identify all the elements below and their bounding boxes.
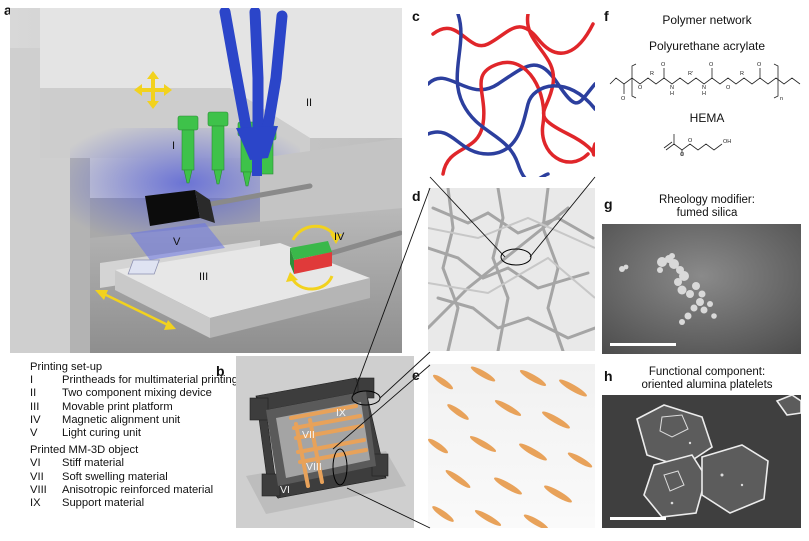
polymer-network-illustration xyxy=(428,14,595,177)
label-IV: IV xyxy=(334,231,345,243)
panel-label-d: d xyxy=(412,188,421,204)
panel-label-b: b xyxy=(216,363,225,379)
svg-text:R': R' xyxy=(688,71,693,77)
panel-label-c: c xyxy=(412,8,420,24)
svg-text:O: O xyxy=(621,96,626,102)
scale-bar xyxy=(610,343,676,346)
panel-label-e: e xyxy=(412,367,420,383)
scale-bar xyxy=(610,517,666,520)
platelet-illustration xyxy=(428,364,595,528)
svg-text:R: R xyxy=(650,71,654,77)
label-III: III xyxy=(199,271,208,283)
panel-label-f: f xyxy=(604,8,609,24)
label-I: I xyxy=(172,140,175,152)
svg-text:O: O xyxy=(688,138,693,144)
svg-text:H: H xyxy=(702,91,706,97)
caption-g-line1: Rheology modifier: xyxy=(659,194,755,206)
silica-sem-image xyxy=(602,224,801,354)
chem-hema-label: HEMA xyxy=(689,111,725,125)
svg-text:O: O xyxy=(709,62,714,68)
svg-text:O: O xyxy=(680,152,685,156)
label-V: V xyxy=(173,236,181,248)
svg-text:R: R xyxy=(740,71,744,77)
silica-network-illustration xyxy=(428,188,595,351)
label-VII: VII xyxy=(302,429,315,441)
caption-g-line2: fumed silica xyxy=(676,207,738,219)
panel-label-h: h xyxy=(604,368,613,384)
printed-object-render: IX VII VIII VI xyxy=(236,356,414,528)
svg-text:O: O xyxy=(661,62,666,68)
chem-title: Polymer network xyxy=(662,13,752,27)
printer-render: I II III IV V xyxy=(10,8,402,353)
label-IX: IX xyxy=(336,407,346,419)
panel-label-g: g xyxy=(604,196,613,212)
caption-h-line1: Functional component: xyxy=(648,366,766,378)
label-II: II xyxy=(306,97,312,109)
label-VIII: VIII xyxy=(306,461,322,473)
svg-text:O: O xyxy=(726,85,731,91)
svg-text:n: n xyxy=(780,96,783,102)
hema-structure: O O OH xyxy=(663,134,731,156)
svg-text:OH: OH xyxy=(723,139,731,145)
chem-pua-label: Polyurethane acrylate xyxy=(648,39,766,53)
svg-text:H: H xyxy=(670,91,674,97)
svg-text:O: O xyxy=(757,62,762,68)
caption-h-line2: oriented alumina platelets xyxy=(641,379,773,391)
pua-structure: O O R O N H R' N H O O R O n xyxy=(609,62,801,102)
svg-text:N: N xyxy=(702,85,706,91)
label-VI: VI xyxy=(280,484,290,496)
svg-text:O: O xyxy=(638,85,643,91)
legend-object-title: Printed MM-3D object xyxy=(30,444,139,457)
legend-setup-title: Printing set-up xyxy=(30,361,103,373)
svg-text:N: N xyxy=(670,85,674,91)
panel-label-a: a xyxy=(4,2,12,18)
alumina-sem-image xyxy=(602,395,801,528)
